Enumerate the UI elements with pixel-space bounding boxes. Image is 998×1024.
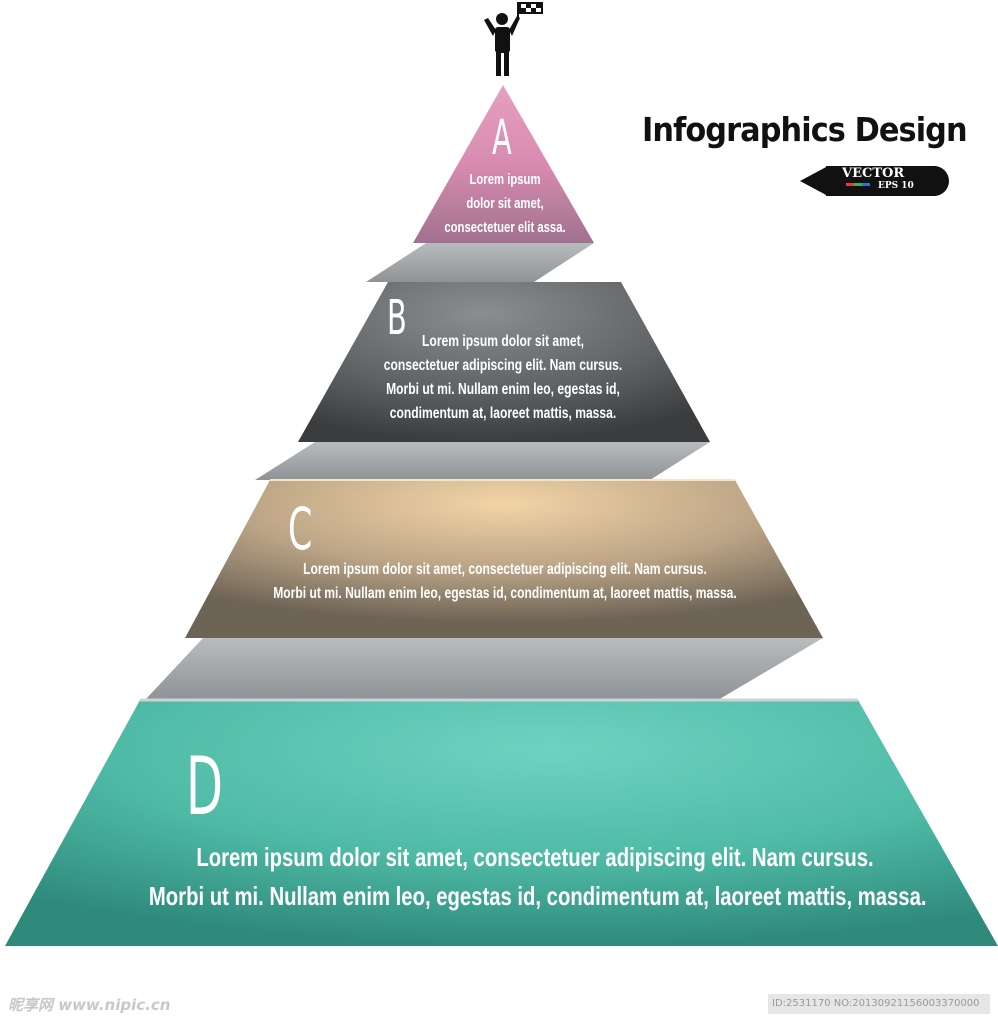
- tier-c-letter: C: [288, 495, 313, 563]
- tier-c-text: Lorem ipsum dolor sit amet, consectetuer…: [273, 561, 737, 602]
- tier-a-letter: A: [492, 110, 512, 166]
- watermark-site: 昵享网 www.nipic.cn: [8, 996, 171, 1014]
- tier-d-letter: D: [186, 740, 223, 833]
- badge-line-1: VECTOR: [842, 166, 905, 181]
- tier-b-text: Lorem ipsum dolor sit amet, consectetuer…: [383, 333, 623, 422]
- tier-b-shape: [298, 282, 710, 442]
- tier-d-text: Lorem ipsum dolor sit amet, consectetuer…: [148, 842, 927, 911]
- tier-a-text: Lorem ipsum dolor sit amet, consectetuer…: [444, 172, 566, 236]
- badge-line-2: EPS 10: [878, 181, 914, 191]
- band-b-c: [255, 442, 710, 480]
- tier-d-shape: [5, 700, 998, 946]
- vector-pencil-badge-icon: [800, 166, 949, 196]
- band-a-b: [366, 243, 594, 282]
- infographic-title: Infographics Design: [642, 110, 968, 149]
- tier-c-shape: [185, 480, 823, 638]
- tier-a-shape: [413, 85, 594, 243]
- person-with-flag-icon: [484, 2, 543, 76]
- watermark-id: ID:2531170 NO:20130921156003370000: [768, 994, 990, 1014]
- tier-b-letter: B: [387, 290, 407, 346]
- band-c-d: [145, 638, 823, 700]
